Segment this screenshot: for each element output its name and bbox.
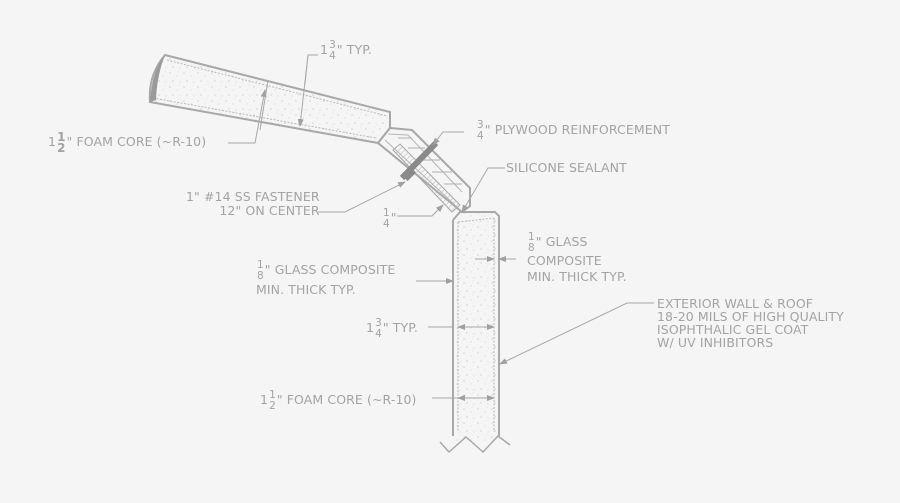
- denominator: 8: [257, 270, 264, 282]
- whole-number: 1: [48, 134, 57, 149]
- numerator: 1: [269, 389, 276, 401]
- suffix: " TYP.: [382, 320, 419, 335]
- joint-reinforcement: [376, 126, 471, 214]
- whole-number: 1: [320, 42, 329, 57]
- roof-panel: [148, 53, 391, 145]
- denominator: 2: [57, 141, 66, 155]
- exterior-line-3: ISOPHTHALIC GEL COAT: [657, 322, 809, 337]
- glass-left-line-2: MIN. THICK TYP.: [256, 282, 356, 297]
- denominator: 8: [528, 242, 535, 254]
- suffix: " GLASS: [535, 234, 588, 249]
- suffix: " GLASS COMPOSITE: [264, 262, 396, 277]
- glass-right-line-2: COMPOSITE: [527, 253, 602, 268]
- fastener-line-1: 1" #14 SS FASTENER: [186, 189, 320, 204]
- glass-right-line-3: MIN. THICK TYP.: [527, 269, 627, 284]
- numerator: 1: [257, 259, 264, 271]
- suffix: " PLYWOOD REINFORCEMENT: [484, 122, 670, 137]
- numerator: 1: [57, 130, 66, 144]
- exterior-line-2: 18-20 MILS OF HIGH QUALITY: [657, 309, 844, 324]
- suffix: " FOAM CORE (~R-10): [66, 134, 207, 149]
- numerator: 3: [477, 119, 484, 131]
- fastener: [399, 140, 439, 182]
- whole-number: 1: [260, 392, 269, 407]
- denominator: 2: [269, 400, 276, 412]
- numerator: 3: [375, 317, 382, 329]
- whole-number: 1: [366, 320, 375, 335]
- denominator: 4: [329, 50, 336, 62]
- numerator: 1: [528, 231, 535, 243]
- denominator: 4: [383, 218, 390, 230]
- fastener-line-2: 12" ON CENTER: [219, 203, 320, 218]
- denominator: 4: [477, 130, 484, 142]
- sealant-label: SILICONE SEALANT: [506, 160, 627, 175]
- exterior-line-1: EXTERIOR WALL & ROOF: [657, 296, 814, 311]
- exterior-label: EXTERIOR WALL & ROOF 18-20 MILS OF HIGH …: [657, 297, 844, 349]
- numerator: 3: [329, 39, 336, 51]
- suffix: " TYP.: [336, 42, 373, 57]
- denominator: 4: [375, 328, 382, 340]
- leaders: [228, 55, 654, 398]
- wall-panel: [439, 211, 511, 454]
- exterior-line-4: W/ UV INHIBITORS: [657, 335, 774, 350]
- numerator: 1: [383, 207, 390, 219]
- suffix: " FOAM CORE (~R-10): [276, 392, 417, 407]
- fastener-label: 1" #14 SS FASTENER 12" ON CENTER: [186, 190, 320, 218]
- suffix: ": [390, 210, 397, 225]
